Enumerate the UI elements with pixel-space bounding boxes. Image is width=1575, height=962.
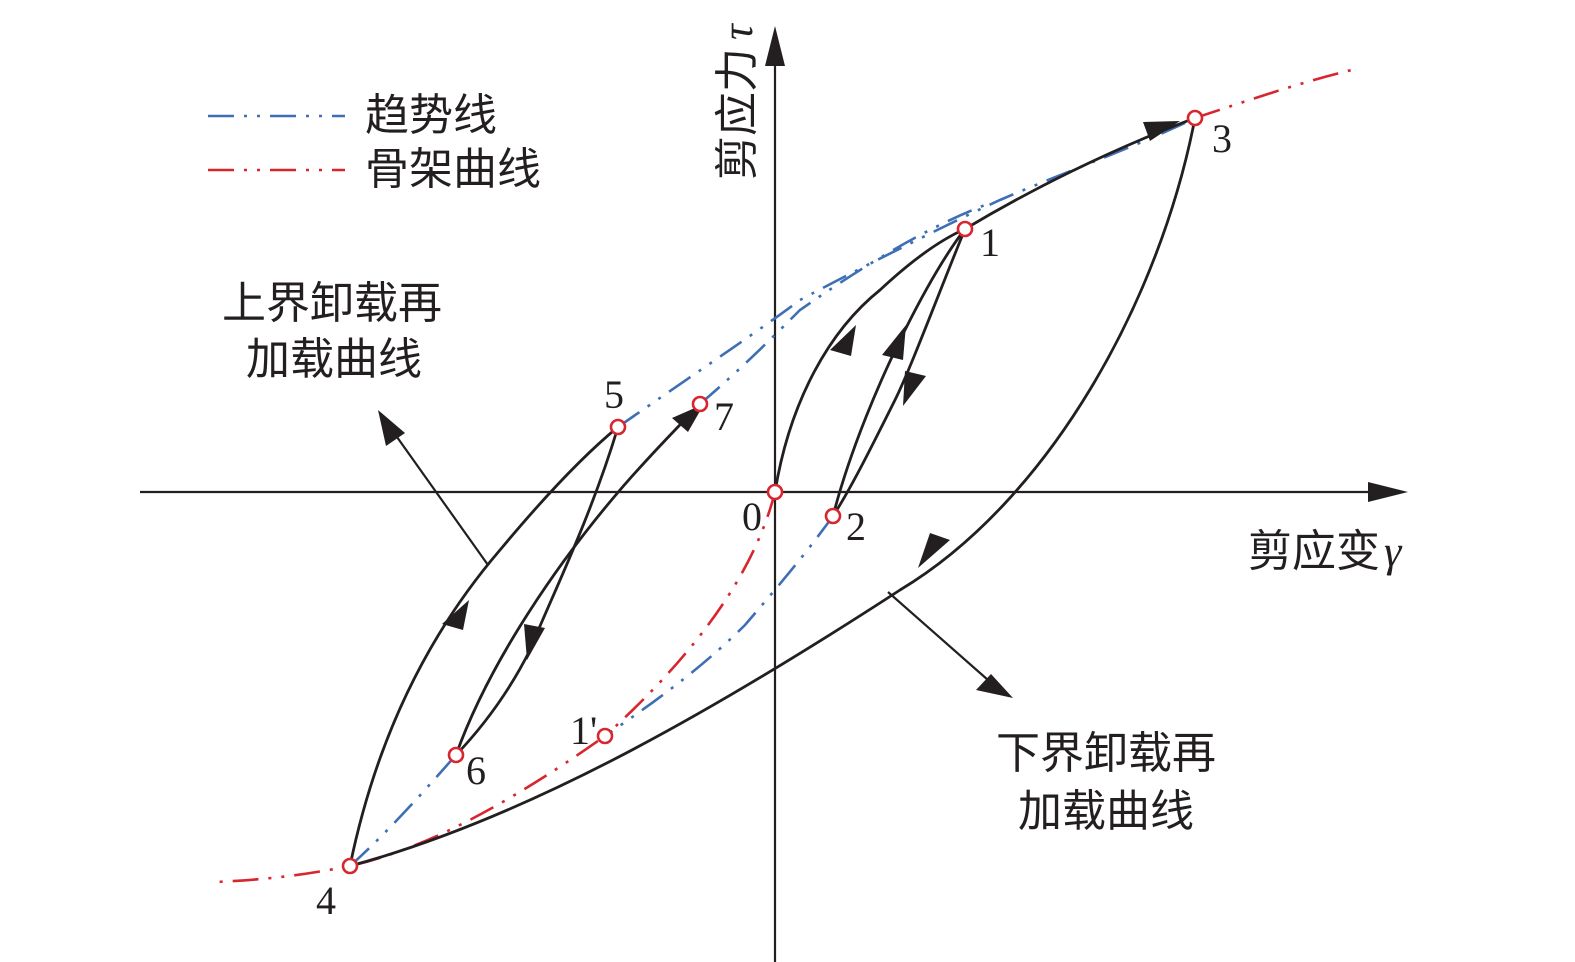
point-1prime-label: 1' <box>570 708 597 753</box>
legend-label-trend: 趋势线 <box>365 91 497 140</box>
arrowhead-3-4 <box>918 533 950 568</box>
upper-annotation-line-1: 上界卸载再 <box>222 279 442 328</box>
arrowhead-0-1 <box>830 325 856 356</box>
point-3-label: 3 <box>1212 116 1232 161</box>
upper-annotation-line-2: 加载曲线 <box>246 335 422 384</box>
skeleton-curve-lower <box>214 491 777 884</box>
point-4-marker <box>341 857 359 875</box>
unloading-curve-1-2 <box>831 228 967 517</box>
lower-annotation-line-1: 下界卸载再 <box>996 729 1216 778</box>
loading-curve-1-3 <box>964 116 1196 231</box>
loading-curve-0-1 <box>773 227 966 493</box>
arrowhead-4-5 <box>442 600 469 630</box>
x-axis-arrowhead <box>1368 482 1408 502</box>
trend-line-upper <box>617 116 1196 429</box>
skeleton-curve-upper <box>1194 66 1361 120</box>
point-1prime-marker <box>596 727 614 745</box>
x-axis-label: 剪应变 <box>1248 527 1380 576</box>
lower-annotation-line-2: 加载曲线 <box>1018 787 1194 836</box>
arrowhead-2-1 <box>882 325 906 360</box>
point-1-label: 1 <box>980 220 1000 265</box>
lower-annotation-leader <box>887 591 989 681</box>
trend-line-left <box>349 754 457 867</box>
point-2-marker <box>824 507 842 525</box>
arrowhead-5-6 <box>524 624 545 660</box>
point-1-marker <box>956 220 974 238</box>
legend: 趋势线 骨架曲线 <box>208 91 541 194</box>
point-6-label: 6 <box>466 748 486 793</box>
point-5-label: 5 <box>604 372 624 417</box>
point-6-marker <box>447 746 465 764</box>
unloading-curve-5-6 <box>454 426 620 756</box>
point-0-marker <box>766 483 784 501</box>
point-4-label: 4 <box>316 878 336 923</box>
lower-bound-curve-3-4 <box>349 117 1197 868</box>
point-7-label: 7 <box>714 394 734 439</box>
x-axis-symbol: γ <box>1384 527 1403 576</box>
point-5-marker <box>609 418 627 436</box>
trend-line-middle <box>699 203 986 405</box>
trend-line-lower <box>604 515 835 738</box>
upper-annotation-leader <box>391 429 489 566</box>
y-axis-arrowhead <box>765 26 785 66</box>
point-2-label: 2 <box>846 504 866 549</box>
legend-label-skeleton: 骨架曲线 <box>365 145 541 194</box>
upper-bound-curve-4-5 <box>348 425 619 867</box>
upper-annotation-arrowhead <box>378 410 405 446</box>
point-3-marker <box>1186 109 1204 127</box>
reloading-curve-6-7 <box>454 403 702 756</box>
point-7-marker <box>691 395 709 413</box>
lower-annotation-arrowhead <box>976 674 1013 698</box>
arrowhead-1-3 <box>1143 121 1180 141</box>
y-axis-label: 剪应力 <box>713 48 762 180</box>
point-0-label: 0 <box>742 494 762 539</box>
y-axis-symbol: τ <box>713 22 762 40</box>
arrowhead-1-2 <box>903 371 926 406</box>
